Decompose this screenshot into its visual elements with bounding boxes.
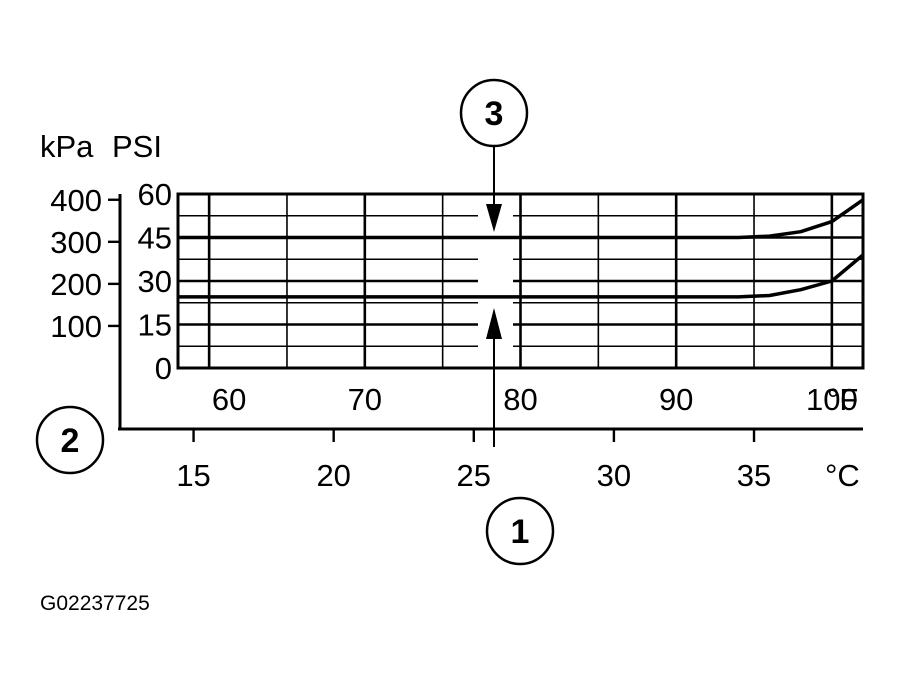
callout-3-circle <box>459 78 529 148</box>
psi-tick-labels: 0 15 30 45 60 <box>138 177 172 386</box>
callout-1-arrowhead <box>486 308 502 339</box>
series-line-1 <box>178 198 865 240</box>
callout-2-circle <box>35 405 105 475</box>
celsius-tick-label: 30 <box>597 458 631 493</box>
chart-grid <box>176 190 865 372</box>
celsius-tick-label: 25 <box>457 458 491 493</box>
kpa-tick-labels: 100 200 300 400 <box>50 183 120 344</box>
celsius-tick-label: 20 <box>316 458 350 493</box>
fahrenheit-tick-label: 100 <box>806 382 858 417</box>
fahrenheit-tick-labels: 60 70 80 90 100 <box>212 382 858 417</box>
psi-tick-label: 45 <box>138 221 172 256</box>
kpa-tick-label: 400 <box>50 183 102 218</box>
psi-tick-label: 30 <box>138 264 172 299</box>
callout-3-arrowhead <box>486 204 502 232</box>
fahrenheit-tick-label: 90 <box>659 382 693 417</box>
figure-id: G02237725 <box>40 592 150 615</box>
kpa-unit-label: kPa <box>40 129 94 164</box>
series-line-2 <box>178 253 865 299</box>
plot-frame <box>176 192 865 370</box>
kpa-tick-label: 300 <box>50 225 102 260</box>
fahrenheit-tick-label: 60 <box>212 382 246 417</box>
celsius-tick-label: 15 <box>176 458 210 493</box>
fahrenheit-unit-label: °F <box>827 382 858 417</box>
callout-2-label: 2 <box>61 422 80 460</box>
callout-1-label: 1 <box>511 513 530 551</box>
fahrenheit-tick-label: 80 <box>503 382 537 417</box>
fahrenheit-tick-label: 70 <box>348 382 382 417</box>
psi-unit-label: PSI <box>112 129 162 164</box>
psi-tick-label: 60 <box>138 177 172 212</box>
psi-tick-label: 0 <box>155 351 172 386</box>
kpa-tick-label: 200 <box>50 267 102 302</box>
callout-1-circle <box>485 496 555 566</box>
celsius-tick-labels: 15 20 25 30 35 <box>176 429 771 493</box>
psi-tick-label: 15 <box>138 308 172 343</box>
callout-3-label: 3 <box>485 95 504 133</box>
kpa-tick-label: 100 <box>50 309 102 344</box>
chart-axes <box>118 194 863 431</box>
celsius-tick-label: 35 <box>737 458 771 493</box>
celsius-unit-label: °C <box>825 458 860 493</box>
series-layer <box>178 198 865 299</box>
